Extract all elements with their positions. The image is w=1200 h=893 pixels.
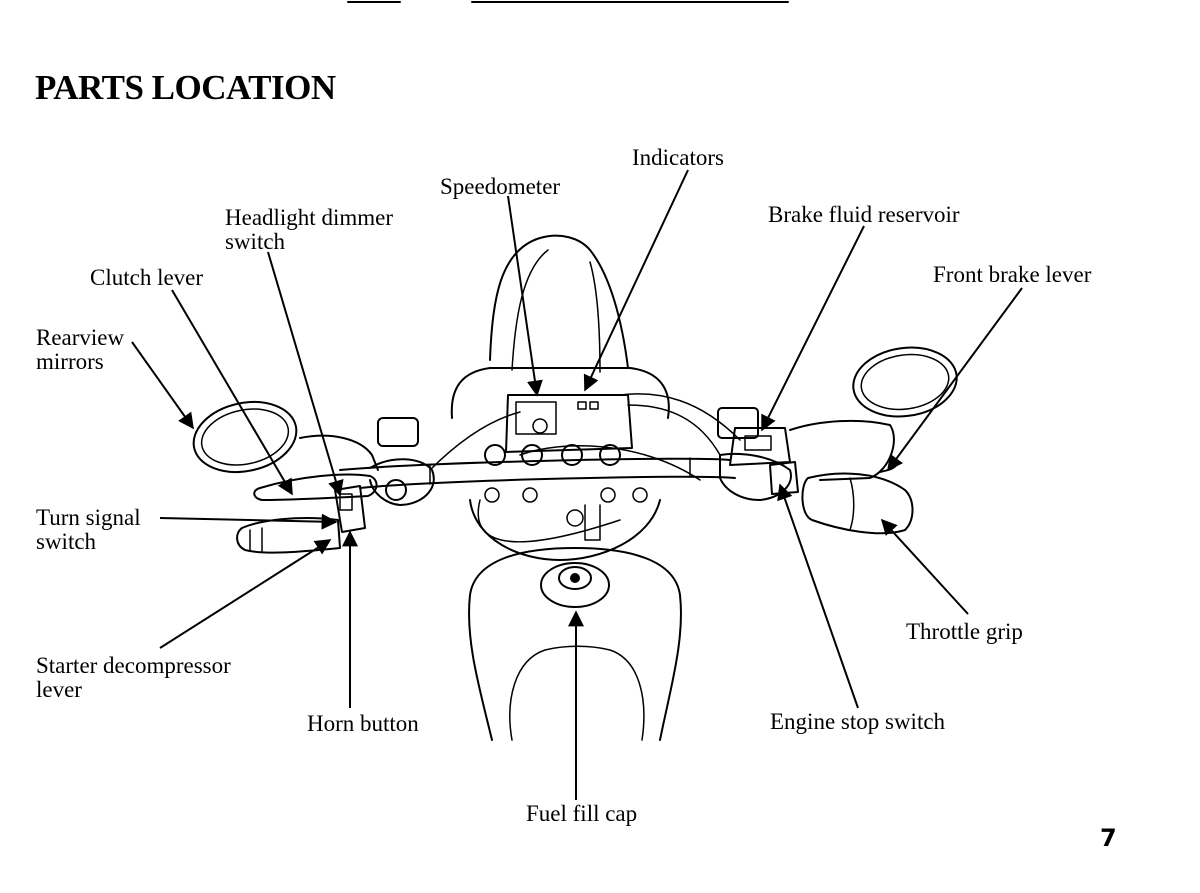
label-headlight-dimmer-line-2: switch (225, 229, 286, 254)
label-turn-signal-switch: Turn signal switch (36, 506, 141, 554)
left-controls (236, 417, 435, 554)
label-turn-signal-line-1: Turn signal (36, 505, 141, 530)
label-starter-decompressor-line-1: Starter decompressor (36, 653, 231, 678)
label-brake-fluid-reservoir: Brake fluid reservoir (768, 202, 960, 227)
cables (429, 393, 741, 543)
leader-rearview-mirrors (131, 341, 194, 430)
label-starter-decompressor-line-2: lever (36, 677, 82, 702)
page-title: PARTS LOCATION (35, 68, 336, 107)
label-starter-decompressor-lever: Starter decompressor lever (36, 654, 231, 702)
leader-indicators (583, 169, 689, 392)
fuel-tank (468, 547, 682, 741)
label-indicators: Indicators (632, 145, 724, 170)
leader-front-brake-lever (887, 287, 1023, 472)
label-front-brake-lever: Front brake lever (933, 262, 1092, 287)
label-speedometer: Speedometer (440, 174, 561, 199)
label-horn-button: Horn button (307, 711, 419, 736)
leader-headlight-dimmer (267, 251, 344, 497)
leader-turn-signal (159, 513, 338, 530)
label-rearview-line-1: Rearview (36, 325, 125, 350)
handlebar (339, 444, 736, 503)
label-headlight-dimmer-switch: Headlight dimmer switch (225, 206, 393, 254)
leader-throttle-grip (880, 518, 969, 615)
label-rearview-mirrors: Rearview mirrors (36, 326, 124, 374)
leader-brake-fluid-reservoir (761, 225, 865, 432)
leader-clutch-lever (171, 289, 293, 496)
label-headlight-dimmer-line-1: Headlight dimmer (225, 205, 393, 230)
page-number: 7 (1100, 824, 1117, 852)
label-engine-stop-switch: Engine stop switch (770, 709, 946, 734)
leader-speedometer (507, 195, 543, 397)
headlight-shroud (489, 234, 629, 373)
label-fuel-fill-cap: Fuel fill cap (526, 801, 638, 826)
right-mirror (852, 346, 958, 418)
leader-starter-decompressor (159, 539, 332, 649)
label-throttle-grip: Throttle grip (906, 619, 1023, 644)
label-turn-signal-line-2: switch (36, 529, 97, 554)
right-controls (717, 407, 914, 535)
instrument-cluster (450, 367, 670, 453)
label-rearview-line-2: mirrors (36, 349, 104, 374)
triple-clamp (469, 499, 661, 561)
leader-lines (131, 169, 1023, 800)
label-clutch-lever: Clutch lever (90, 265, 204, 290)
left-mirror (192, 401, 298, 473)
leader-engine-stop-switch (777, 483, 859, 709)
